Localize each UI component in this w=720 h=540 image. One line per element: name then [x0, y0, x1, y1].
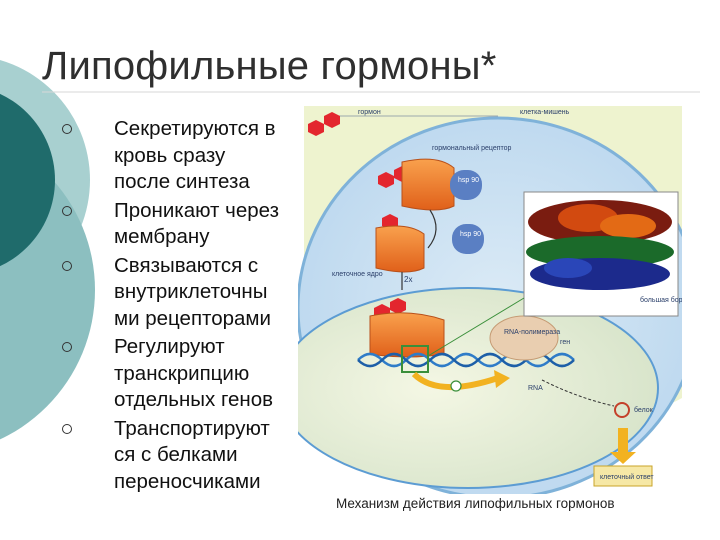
response-arrow-shaft [618, 428, 628, 454]
hormone-receptor [401, 158, 455, 211]
arrow-down [427, 209, 437, 249]
mechanism-diagram: гормон клетка-мишень гормональный рецепт… [298, 98, 682, 494]
svg-text:RNA-полимераза: RNA-полимераза [504, 329, 560, 336]
bullet-item: Связываются с внутриклеточны ми рецептор… [62, 253, 292, 333]
bullet-circle-icon [62, 342, 72, 352]
label-protein: белок [634, 406, 654, 414]
figure-caption: Механизм действия липофильных гормонов [336, 496, 615, 511]
bullet-item: Секретируются в кровь сразу после синтез… [62, 116, 292, 196]
label-dimer: 2x [404, 275, 412, 284]
bullet-item: Проникают через мембрану [62, 198, 292, 251]
hormone-receptor-bound [375, 214, 425, 273]
hsp90-protein-released: hsp 90 [452, 224, 484, 254]
inset-pointer-line [427, 297, 525, 357]
cell-response-box [593, 465, 653, 487]
protein-dna-structure [526, 200, 674, 290]
label-target-cell: клетка-мишень [520, 109, 570, 116]
teal-dark-circle [0, 93, 55, 267]
rna-strand [541, 379, 615, 407]
bullet-circle-icon [62, 205, 72, 216]
label-receptor: гормональный рецептор [432, 144, 512, 152]
bullet-list: Секретируются в кровь сразу после синтез… [62, 116, 292, 497]
bullet-circle-icon [62, 124, 72, 134]
activation-arrowhead [494, 370, 510, 388]
label-big-groove: большая бороздка [640, 296, 682, 304]
label-nucleus: клеточное ядро [332, 271, 383, 278]
bullet-item: Транспортируют ся с белками переносчикам… [62, 416, 292, 496]
hsp90-protein: hsp 90 [450, 170, 482, 200]
svg-text:hsp 90: hsp 90 [460, 231, 481, 238]
bullet-circle-icon [62, 423, 72, 434]
label-gene: ген [560, 339, 570, 346]
hormone-molecule [308, 112, 340, 136]
protein-icon [614, 402, 630, 418]
response-element-box [401, 345, 429, 373]
activation-arrow [411, 371, 499, 390]
bullet-circle-icon [62, 260, 72, 271]
response-arrowhead [610, 452, 636, 464]
label-hormone: гормон [358, 109, 381, 116]
svg-text:hsp 90: hsp 90 [458, 177, 479, 184]
cell-nucleus [298, 287, 659, 489]
label-rna: RNA [528, 385, 543, 392]
label-cell-response: клеточный ответ [600, 473, 654, 481]
slide-title: Липофильные гормоны* [42, 44, 497, 88]
bullet-item: Регулируют транскрипцию отдельных генов [62, 334, 292, 414]
plus-icon [450, 380, 462, 392]
